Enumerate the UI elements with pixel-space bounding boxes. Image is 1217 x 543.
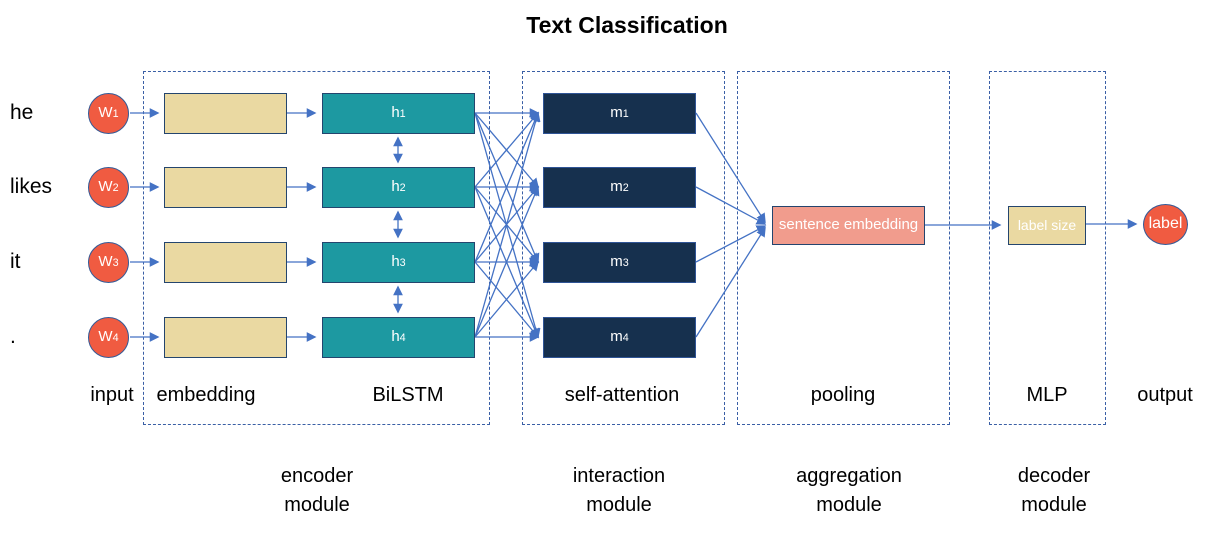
decoder-module-label: decoder module [1018,462,1090,520]
column-label-output: output [1137,384,1193,406]
word-node-label: W [98,104,113,121]
bilstm-subscript: 2 [399,182,406,194]
module-label-line2: module [816,494,882,516]
attention-label: m [610,178,623,195]
encoder-module-label: encoder module [281,462,353,520]
attention-box-m3: m3 [543,242,696,283]
word-node-label: W [98,328,113,345]
attention-label: m [610,253,623,270]
module-label-line1: encoder [280,465,354,487]
embedding-box [164,242,287,283]
word-node-label: W [98,178,113,195]
bilstm-box-h2: h2 [322,167,475,208]
decoder-module-box [989,71,1106,425]
aggregation-module-label: aggregation module [796,462,902,520]
bilstm-subscript: 4 [399,332,406,344]
attention-box-m1: m1 [543,93,696,134]
label-size-box: label size [1008,206,1086,245]
word-node-w3: W3 [88,242,129,283]
bilstm-subscript: 1 [399,108,406,120]
input-word: he [10,101,34,124]
column-label-embedding: embedding [156,384,256,406]
sentence-embedding-box: sentence embedding [772,206,925,245]
word-node-w4: W4 [88,317,129,358]
word-node-subscript: 4 [112,332,119,344]
output-label-node: label [1143,204,1188,245]
bilstm-label: h [391,253,400,270]
word-node-w2: W2 [88,167,129,208]
module-label-line2: module [284,494,350,516]
embedding-box [164,93,287,134]
attention-box-m2: m2 [543,167,696,208]
module-label-line1: interaction [572,465,666,487]
word-node-subscript: 2 [112,182,119,194]
embedding-box [164,317,287,358]
attention-label: m [610,328,623,345]
column-label-pooling: pooling [810,384,876,406]
word-node-subscript: 3 [112,257,119,269]
bilstm-label: h [391,178,400,195]
word-node-label: W [98,253,113,270]
attention-subscript: 4 [622,332,629,344]
attention-subscript: 2 [622,182,629,194]
aggregation-module-box [737,71,950,425]
column-label-self-attention: self-attention [564,384,680,406]
module-label-line1: decoder [1017,465,1091,487]
bilstm-label: h [391,328,400,345]
module-label-line2: module [586,494,652,516]
attention-subscript: 1 [622,108,629,120]
word-node-w1: W1 [88,93,129,134]
input-word: . [10,325,16,348]
column-label-mlp: MLP [1026,384,1068,406]
bilstm-box-h3: h3 [322,242,475,283]
column-label-input: input [90,384,134,406]
interaction-module-label: interaction module [573,462,665,520]
word-node-subscript: 1 [112,108,119,120]
column-label-bilstm: BiLSTM [372,384,444,406]
input-word: it [10,250,21,273]
attention-label: m [610,104,623,121]
embedding-box [164,167,287,208]
attention-subscript: 3 [622,257,629,269]
bilstm-box-h1: h1 [322,93,475,134]
interaction-module-box [522,71,725,425]
diagram-title: Text Classification [526,12,728,38]
attention-box-m4: m4 [543,317,696,358]
module-label-line1: aggregation [796,465,902,487]
module-label-line2: module [1021,494,1087,516]
input-word: likes [10,175,53,198]
bilstm-subscript: 3 [399,257,406,269]
bilstm-box-h4: h4 [322,317,475,358]
bilstm-label: h [391,104,400,121]
encoder-module-box [143,71,490,425]
